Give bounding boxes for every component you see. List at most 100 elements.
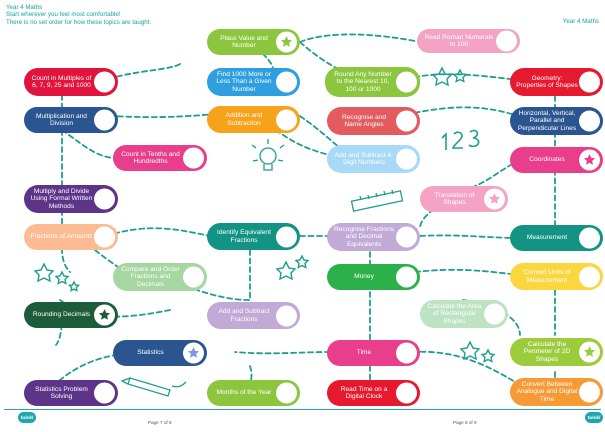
topic-area[interactable]: Calculate the Area of Rectangular Shapes [420,300,508,328]
topic-label: Coordinates [529,156,565,164]
page-number-left: Page 7 of 9 [148,420,172,425]
topic-label: Time [356,349,372,357]
topic-label: Measurement [526,234,568,242]
topic-time[interactable]: Time [327,340,420,366]
topic-label: Round Any Number to the Nearest 10, 100 … [334,70,392,93]
knob-circle-icon [183,266,204,288]
knob-circle-icon [396,342,417,364]
topic-equiv-fractions[interactable]: Identify Equivalent Fractions [207,223,300,250]
knob-circle-icon [496,30,517,52]
topic-label: Months of the Year [216,389,272,397]
ruler-icon [350,189,404,212]
header-title-right: Year 4 Maths [562,18,599,25]
topic-label: Compare and Order Fractions and Decimals [121,265,180,288]
topic-label: Read Time on a Digital Clock [340,385,388,400]
topic-convert-analogue[interactable]: Convert Between Analogue and Digital Tim… [510,378,603,406]
topic-convert-units[interactable]: Convert Units of Measurement [510,263,603,290]
knob-circle-icon [579,110,600,132]
topic-place-value[interactable]: Place Value and Number [207,29,300,55]
header-intro-line1: Start wherever you feel most comfortable… [6,11,121,19]
knob-circle-icon [276,226,297,247]
topic-label: Translation of Shapes [434,191,475,206]
knob-circle-icon [579,71,600,93]
knob-circle-icon [396,148,417,170]
topic-fractions-amounts[interactable]: Fractions of Amounts [24,224,118,250]
topic-add-4digit[interactable]: Add and Subtract 4-Digit Numbers [327,145,420,173]
topic-label: Identify Equivalent Fractions [217,229,271,244]
topic-rounding-decimals[interactable]: Rounding Decimals [24,302,118,328]
topic-add-sub-fractions[interactable]: Add and Subtract Fractions [207,302,300,329]
topic-label: Multiply and Divide Using Formal Written… [30,187,93,210]
topic-round-any[interactable]: Round Any Number to the Nearest 10, 100 … [325,67,420,97]
topic-geometry[interactable]: Geometry: Properties of Shapes [510,68,603,96]
topic-label: Convert Units of Measurement [523,269,571,284]
decor-stars [33,66,496,363]
header-intro-line2: There is no set order for how these topi… [6,18,152,26]
topic-stats-problem[interactable]: Statistics Problem Solving [24,380,118,406]
topic-measurement[interactable]: Measurement [510,225,603,251]
topic-find-1000[interactable]: Find 1000 More or Less Than a Given Numb… [207,68,300,96]
knob-circle-icon [94,109,115,131]
star-icon [579,149,600,171]
topic-label: Read Roman Numerals to 100 [424,33,494,48]
topic-translation[interactable]: Translation of Shapes [420,186,508,212]
topic-label: Convert Between Analogue and Digital Tim… [516,380,578,403]
knob-circle-icon [183,147,204,169]
topic-money[interactable]: Money [327,264,420,290]
topic-recognise-angles[interactable]: Recognise and Name Angles [327,107,420,135]
knob-circle-icon [579,227,600,249]
twinkl-logo-left: twinkl [18,412,36,423]
topic-perimeter[interactable]: Calculate the Perimeter of 2D Shapes [510,338,603,366]
knob-circle-icon [579,381,600,403]
lightbulb-icon [251,139,285,171]
knob-circle-icon [484,303,505,325]
knob-circle-icon [276,305,297,326]
knob-circle-icon [276,109,297,130]
topic-label: Recognise Fractions and Decimal Equivale… [333,225,395,248]
topic-lines[interactable]: Horizontal, Vertical, Parallel and Perpe… [510,107,603,135]
knob-circle-icon [396,71,417,93]
topic-read-roman[interactable]: Read Roman Numerals to 100 [417,29,520,53]
star-icon [579,341,600,363]
topic-label: Fractions of Amounts [30,233,93,241]
topic-label: Rounding Decimals [32,311,91,319]
topic-label: Find 1000 More or Less Than a Given Numb… [216,70,272,93]
topic-label: Calculate the Area of Rectangular Shapes [427,302,482,325]
twinkl-logo-right: twinkl [585,412,603,423]
knob-circle-icon [276,382,297,404]
decor-123 [441,129,480,150]
topic-add-sub[interactable]: Addition and Subtraction [207,106,300,133]
topic-label: Add and Subtract Fractions [218,308,270,323]
topic-count-multiples[interactable]: Count in Multiples of 6, 7, 9, 25 and 10… [24,68,118,96]
topic-months[interactable]: Months of the Year [207,380,300,406]
star-icon [183,342,204,364]
topic-label: Statistics Problem Solving [35,385,88,400]
header-left: Year 4 Maths Start wherever you feel mos… [6,4,151,26]
knob-circle-icon [396,110,417,132]
topic-multiply-written[interactable]: Multiply and Divide Using Formal Written… [24,185,118,213]
topic-label: Money [354,273,374,281]
topic-label: Geometry: Properties of Shapes [516,74,578,89]
topic-label: Statistics [137,349,164,357]
star-icon [94,304,115,326]
topic-statistics[interactable]: Statistics [113,340,207,366]
knob-circle-icon [396,226,417,248]
knob-circle-icon [94,188,115,210]
topic-coordinates[interactable]: Coordinates [510,147,603,173]
topic-count-tenths[interactable]: Count in Tenths and Hundredths [113,145,207,171]
topic-label: Count in Multiples of 6, 7, 9, 25 and 10… [31,74,92,89]
topic-read-clock[interactable]: Read Time on a Digital Clock [327,380,420,406]
star-icon [484,188,505,210]
header-title-left: Year 4 Maths [6,4,43,11]
topic-label: Addition and Subtraction [225,112,263,127]
topic-mult-div[interactable]: Multiplication and Division [24,107,118,133]
topic-recognise-fractions[interactable]: Recognise Fractions and Decimal Equivale… [327,223,420,251]
knob-circle-icon [94,226,115,248]
topic-compare-order[interactable]: Compare and Order Fractions and Decimals [113,263,207,291]
knob-circle-icon [276,71,297,93]
topic-label: Horizontal, Vertical, Parallel and Perpe… [517,109,577,132]
star-icon [276,31,297,53]
topic-label: Multiplication and Division [36,112,87,127]
knob-circle-icon [94,382,115,404]
